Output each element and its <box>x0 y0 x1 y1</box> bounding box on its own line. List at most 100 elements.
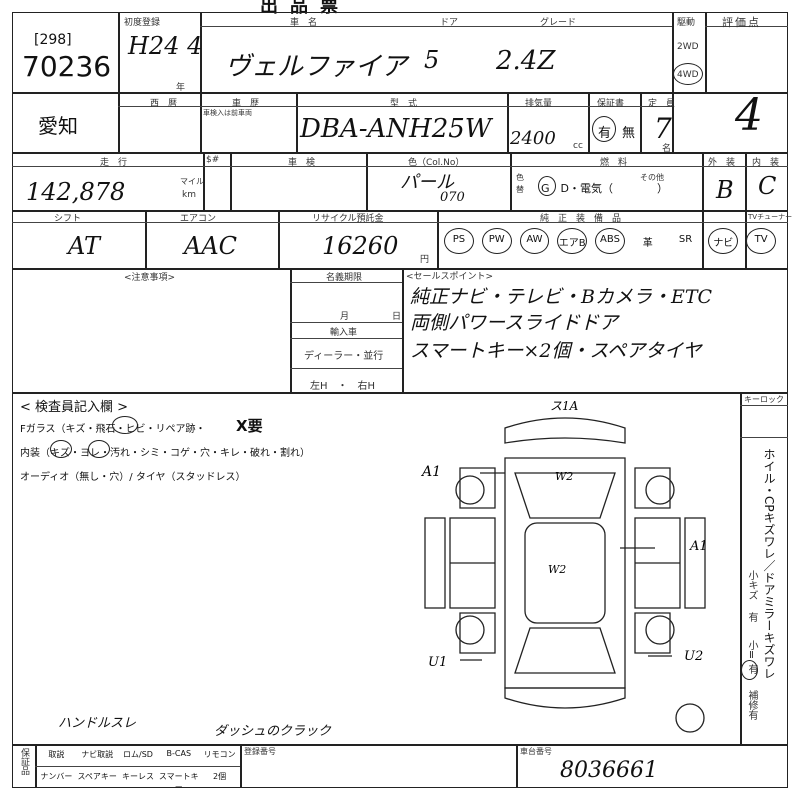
divider <box>200 92 202 152</box>
capacity-unit: 名 <box>662 144 672 154</box>
color-change-label: 色替 <box>516 173 524 194</box>
divider <box>510 152 512 210</box>
accessory-item: スマートキー <box>158 772 199 792</box>
recycle-label: リサイクル預託金 <box>312 214 384 224</box>
model-value: DBA-ANH25W <box>300 114 492 144</box>
divider <box>12 152 788 154</box>
exterior-label: 外 装 <box>708 158 736 168</box>
fuel-label: 燃 料 <box>600 158 628 168</box>
divider <box>290 368 402 369</box>
fglass-circle <box>112 416 138 434</box>
import-label: 輸入車 <box>330 328 358 338</box>
mileage-unit-km: km <box>182 190 196 200</box>
divider <box>740 437 788 438</box>
front-bumper-shape <box>504 417 626 444</box>
car-name-label: 車 名 <box>290 18 318 28</box>
handnote-right: ダッシュのクラック <box>214 724 332 739</box>
mark-a1-right: A1 <box>689 539 708 554</box>
divider <box>118 12 120 152</box>
odo-label: $# <box>206 155 220 165</box>
accessory-item: ナンバー <box>40 772 73 781</box>
left-side-shape <box>424 517 446 609</box>
divider <box>203 152 205 210</box>
exterior-value: B <box>716 176 734 204</box>
sidebar-sub2: 小Ⅱ <box>746 640 757 661</box>
divider <box>12 268 788 270</box>
car-damage-diagram: ス1A A1 W2 W2 A1 U1 U2 <box>420 399 708 733</box>
capacity-label: 定 員 <box>648 99 676 109</box>
region: 愛知 <box>38 114 78 138</box>
inspector-line1-mark: X要 <box>236 417 263 435</box>
equipment-circle <box>519 228 550 254</box>
drive-2wd: 2WD <box>677 42 699 52</box>
equipment-label: 純 正 装 備 品 <box>540 214 622 224</box>
divider <box>290 282 402 283</box>
doors-label: ドア <box>440 18 459 28</box>
car-name-value: ヴェルファイア <box>225 52 408 82</box>
doors-value: 5 <box>424 46 440 74</box>
right-side-shape <box>684 517 706 609</box>
divider <box>145 210 147 268</box>
recycle-value: 16260 <box>322 232 399 260</box>
divider <box>278 210 280 268</box>
chassis-value: 8036661 <box>560 758 658 783</box>
sidebar-circle <box>741 660 758 680</box>
accessory-item: ナビ取説 <box>81 750 114 759</box>
divider <box>12 166 788 167</box>
divider <box>290 338 402 339</box>
warranty-label: 保証書 <box>597 99 625 109</box>
equipment-circle <box>557 228 588 254</box>
equipment-item: 革 <box>642 238 653 249</box>
sidebar-sub3: 補修有 <box>746 690 757 720</box>
sidebar-sub1b: 有 <box>746 612 757 622</box>
divider <box>230 152 232 210</box>
divider <box>516 744 518 788</box>
sales-point-1: 純正ナビ・テレビ・Bカメラ・ETC <box>410 286 713 308</box>
divider <box>200 12 202 92</box>
divider <box>200 26 672 27</box>
divider <box>240 744 242 788</box>
sales-point-2: 両側パワースライドドア <box>410 312 619 334</box>
accessory-item: キーレス <box>121 772 154 781</box>
interior-value: C <box>758 172 777 200</box>
divider <box>745 210 747 268</box>
divider <box>12 392 788 394</box>
warranty-no: 無 <box>622 126 636 141</box>
drive-label: 駆動 <box>677 18 696 28</box>
lot-number: 70236 <box>22 50 112 83</box>
accessory-item: 2個 <box>213 772 227 781</box>
sidebar-vertical-text: ホイル・CPキズワレ／ドアミラーキズワレ <box>762 448 776 680</box>
inspector-line2: 内装（キズ・ヨレ・汚れ・シミ・コゲ・穴・キレ・破れ・割れ） <box>20 448 310 459</box>
spare-wheel-shape <box>675 703 705 733</box>
registration-no-label: 登録番号 <box>244 747 276 756</box>
divider <box>35 766 240 767</box>
capacity-value: 7 <box>654 112 672 145</box>
shaken-label: 車 検 <box>288 158 316 168</box>
accessory-item: 取説 <box>48 750 65 759</box>
grade-label: グレード <box>540 18 577 28</box>
mileage-value: 142,878 <box>26 178 126 206</box>
accessory-item: ロム/SD <box>123 750 153 759</box>
registration-value: H24 4 <box>128 32 203 60</box>
interior-circle-2 <box>88 440 110 458</box>
sidebar-sub1: 小キズ <box>746 570 757 600</box>
mark-w2-front: W2 <box>555 470 573 483</box>
wheel-fl-shape <box>455 475 485 505</box>
equipment-circle <box>595 228 625 254</box>
ac-value: AAC <box>184 232 238 260</box>
day-label: 日 <box>392 312 402 322</box>
mark-u2: U2 <box>684 649 703 664</box>
shift-value: AT <box>68 232 101 260</box>
sheet-frame <box>12 12 788 788</box>
roof-shape <box>524 522 606 624</box>
wheel-rr-shape <box>645 615 675 645</box>
shift-label: シフト <box>54 214 82 224</box>
cc-unit: cc <box>573 141 583 151</box>
chassis-label: 車台番号 <box>520 747 552 756</box>
accessory-item: リモコン <box>203 750 236 759</box>
rear-bumper-shape <box>504 687 626 709</box>
divider <box>740 392 742 744</box>
recycle-unit: 円 <box>420 255 430 265</box>
divider <box>290 322 402 323</box>
divider <box>705 26 788 27</box>
